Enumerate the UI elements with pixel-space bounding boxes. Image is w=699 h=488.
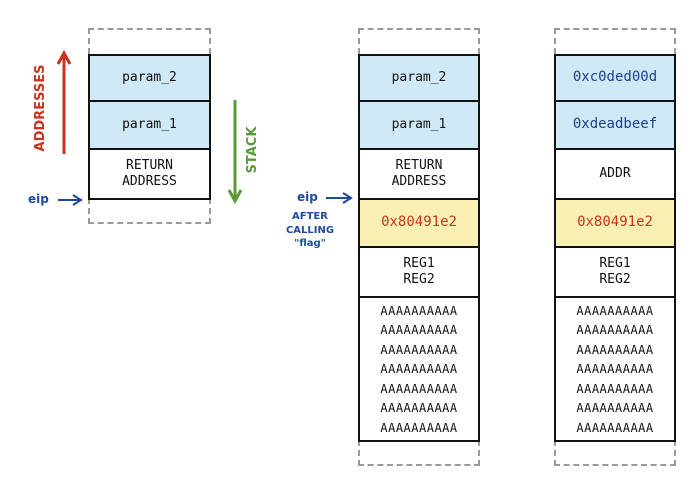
after-line-2: CALLING — [285, 224, 335, 236]
addresses-arrow-icon — [56, 50, 72, 154]
filler-line: AAAAAAAAAA — [380, 362, 458, 376]
after-line-3: "flag" — [294, 238, 326, 249]
stack2-param-1: param_1 — [358, 100, 480, 150]
stack3-param-2-value: 0xc0ded00d — [554, 54, 676, 102]
stack-arrow-icon — [227, 100, 243, 204]
stack3-registers: REG1 REG2 — [554, 246, 676, 298]
stack1-param-1: param_1 — [88, 100, 211, 150]
stack2-return-address: RETURN ADDRESS — [358, 148, 480, 200]
stack2-registers: REG1 REG2 — [358, 246, 480, 298]
addresses-label: ADDRESSES — [33, 64, 48, 152]
filler-line: AAAAAAAAAA — [576, 362, 654, 376]
stack2-flag-address: 0x80491e2 — [358, 198, 480, 248]
filler-line: AAAAAAAAAA — [380, 342, 458, 357]
eip-label-2: eip — [297, 190, 318, 204]
stack3-flag-address: 0x80491e2 — [554, 198, 676, 248]
filler-line: AAAAAAAAAA — [380, 420, 458, 435]
filler-line: AAAAAAAAAA — [576, 420, 654, 435]
filler-line: AAAAAAAAAA — [576, 303, 654, 318]
stack3-buffer-filler: AAAAAAAAAA AAAAAAAAAA AAAAAAAAAA AAAAAAA… — [554, 296, 676, 442]
filler-line: AAAAAAAAAA — [380, 381, 458, 396]
stack2-buffer-filler: AAAAAAAAAA AAAAAAAAAA AAAAAAAAAA AAAAAAA… — [358, 296, 480, 442]
filler-line: AAAAAAAAAA — [576, 401, 654, 415]
stack2-param-2: param_2 — [358, 54, 480, 102]
stack1-return-address: RETURN ADDRESS — [88, 148, 211, 200]
stack1-param-2: param_2 — [88, 54, 211, 102]
after-line-1: AFTER — [292, 211, 328, 222]
filler-line: AAAAAAAAAA — [576, 323, 654, 337]
eip-arrow-icon-2 — [326, 192, 353, 204]
filler-line: AAAAAAAAAA — [380, 323, 458, 337]
filler-line: AAAAAAAAAA — [380, 303, 458, 318]
filler-line: AAAAAAAAAA — [576, 381, 654, 396]
filler-line: AAAAAAAAAA — [576, 342, 654, 357]
after-calling-flag-note: AFTER CALLING "flag" — [272, 210, 348, 251]
stack3-addr: ADDR — [554, 148, 676, 200]
eip-arrow-icon-1 — [58, 194, 83, 206]
filler-line: AAAAAAAAAA — [380, 401, 458, 415]
stack-label: STACK — [245, 126, 260, 174]
eip-label-1: eip — [28, 192, 49, 206]
stack3-param-1-value: 0xdeadbeef — [554, 100, 676, 150]
